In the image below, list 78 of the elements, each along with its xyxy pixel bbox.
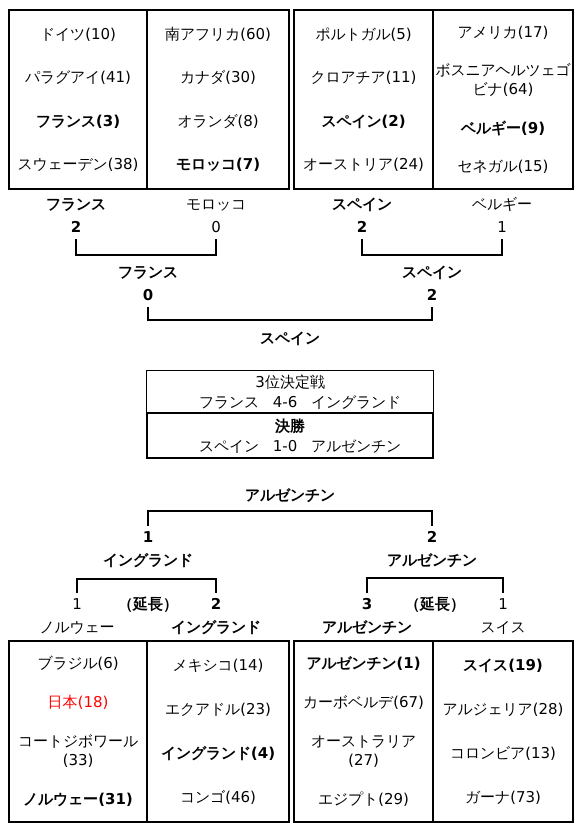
score: 2 <box>70 217 82 238</box>
team-label: ベルギー(9) <box>460 118 546 138</box>
winner-name: アルゼンチン <box>245 485 335 506</box>
team-label: オーストリア(24) <box>303 154 424 174</box>
match-box <box>146 412 434 459</box>
group-panel <box>146 640 290 823</box>
score: 1 <box>142 527 154 548</box>
team-label: セネガル(15) <box>458 157 548 176</box>
match-score: スペイン 1-0 アルゼンチン <box>198 436 402 456</box>
team-name: ノルウェー <box>40 617 114 638</box>
score: 0 <box>211 217 221 238</box>
team-label: エクアドル(23) <box>165 700 271 720</box>
winner-name: スペイン <box>260 328 320 349</box>
group-panel <box>8 9 148 190</box>
match-title: 決勝 <box>275 416 305 436</box>
bracket-line <box>361 239 503 256</box>
score: 1 <box>72 594 82 615</box>
bracket-line <box>75 239 217 256</box>
team-name: スイス <box>480 617 526 638</box>
team-name: モロッコ <box>186 194 246 215</box>
team-label: カーボベルデ(67) <box>303 693 424 712</box>
team-name: ベルギー <box>472 194 532 215</box>
group-panel <box>432 9 574 190</box>
team-label: アメリカ(17) <box>458 22 548 42</box>
team-label: カナダ(30) <box>180 68 256 88</box>
team-name: スペイン <box>332 194 392 215</box>
team-label: スイス(19) <box>463 656 543 676</box>
team-label: ドイツ(10) <box>40 25 116 44</box>
team-label: イングランド(4) <box>160 744 276 763</box>
team-label: 日本(18) <box>48 693 108 712</box>
score: 2 <box>210 594 222 615</box>
bracket-line <box>147 510 433 526</box>
team-label: スペイン(2) <box>321 112 406 131</box>
team-label: コンゴ(46) <box>180 788 256 807</box>
team-label: オランダ(8) <box>177 112 259 131</box>
team-label: オーストラリア(27) <box>310 732 417 770</box>
score: 3 <box>362 594 372 615</box>
team-name: アルゼンチン <box>387 550 477 571</box>
match-title: 3位決定戦 <box>255 372 325 392</box>
team-label: フランス(3) <box>36 112 120 131</box>
team-name: フランス <box>118 262 178 283</box>
team-label: アルゼンチン(1) <box>306 654 421 673</box>
group-panel <box>146 9 290 190</box>
team-name: スペイン <box>402 262 462 283</box>
bracket-line <box>76 578 217 593</box>
bracket-line <box>366 577 504 593</box>
team-label: ポルトガル(5) <box>315 25 412 44</box>
team-name: イングランド <box>171 617 261 638</box>
team-name: アルゼンチン <box>322 617 412 638</box>
score: 2 <box>426 285 438 306</box>
team-label: ガーナ(73) <box>465 788 541 807</box>
team-label: エジプト(29) <box>318 790 409 809</box>
team-label: 南アフリカ(60) <box>165 25 271 44</box>
match-score: フランス 4-6 イングランド <box>198 392 402 412</box>
bracket-line <box>147 307 433 321</box>
team-label: コートジボワール(33) <box>17 732 139 770</box>
group-panel <box>432 640 574 823</box>
score: 0 <box>142 285 154 306</box>
group-panel <box>293 9 434 190</box>
score: 1 <box>498 594 508 615</box>
team-label: ノルウェー(31) <box>23 790 133 809</box>
group-panel <box>293 640 434 823</box>
team-label: アルジェリア(28) <box>442 700 564 720</box>
team-label: コロンビア(13) <box>450 744 556 763</box>
team-label: パラグアイ(41) <box>25 68 131 88</box>
team-name: フランス <box>46 194 106 215</box>
score: 1 <box>497 217 507 238</box>
team-name: イングランド <box>103 550 193 571</box>
score: 2 <box>426 527 438 548</box>
match-box <box>146 370 434 413</box>
team-label: ブラジル(6) <box>37 654 119 673</box>
group-panel <box>8 640 148 823</box>
team-label: スウェーデン(38) <box>18 154 138 174</box>
team-label: クロアチア(11) <box>310 68 416 88</box>
team-label: ボスニアヘルツェゴビナ(64) <box>435 61 571 100</box>
team-label: メキシコ(14) <box>172 656 264 676</box>
team-label: モロッコ(7) <box>176 154 260 174</box>
score: 2 <box>356 217 368 238</box>
